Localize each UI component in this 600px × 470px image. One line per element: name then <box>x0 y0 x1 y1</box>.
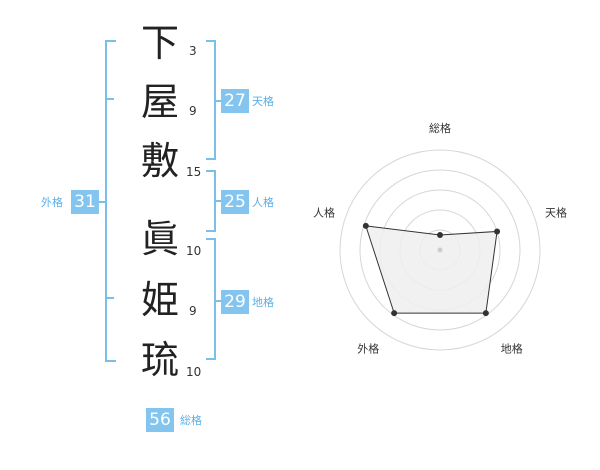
radar-axis-label-5: 人格 <box>313 205 335 219</box>
radar-point-2 <box>494 228 501 235</box>
stroke-count-5: 9 <box>189 304 197 318</box>
name-char-5: 姫 <box>140 278 179 322</box>
name-char-1: 下 <box>140 21 179 65</box>
name-char-3: 敷 <box>140 139 179 183</box>
stroke-count-3: 15 <box>186 165 202 179</box>
name-char-2: 屋 <box>140 80 179 124</box>
stroke-count-2: 9 <box>189 104 197 118</box>
soukaku-badge: 56 <box>146 408 174 432</box>
radar-axis-label-3: 地格 <box>501 342 523 356</box>
radar-point-5 <box>362 222 369 229</box>
gaikaku-connector <box>99 201 106 203</box>
jinkaku-connector <box>215 200 221 202</box>
radar-axis-label-2: 天格 <box>545 205 567 219</box>
radar-points <box>362 222 501 317</box>
chikaku-connector <box>215 300 221 302</box>
stroke-count-4: 10 <box>186 244 202 258</box>
chikaku-bracket <box>206 238 216 360</box>
radar-point-3 <box>482 310 489 317</box>
name-char-4: 眞 <box>140 217 179 261</box>
radar-point-1 <box>437 232 443 238</box>
chikaku-badge: 29 <box>221 290 249 314</box>
gaikaku-badge: 31 <box>71 190 99 214</box>
radar-axis-label-4: 外格 <box>357 342 379 356</box>
tenkaku-connector <box>215 100 221 102</box>
gaikaku-bracket <box>105 40 116 362</box>
gaikaku-tick-lower <box>105 297 114 299</box>
radar-point-4 <box>391 310 398 317</box>
radar-area <box>365 225 498 314</box>
jinkaku-label: 人格 <box>252 196 274 209</box>
tenkaku-badge: 27 <box>221 89 249 113</box>
tenkaku-label: 天格 <box>252 95 274 108</box>
jinkaku-badge: 25 <box>221 190 249 214</box>
stroke-count-1: 3 <box>189 44 197 58</box>
stroke-count-6: 10 <box>186 365 202 379</box>
name-char-6: 琉 <box>140 338 179 382</box>
radar-axis-label-1: 総格 <box>429 121 451 135</box>
gaikaku-label: 外格 <box>41 196 63 209</box>
gaikaku-tick-upper <box>105 98 114 100</box>
radar-center-dot <box>437 247 443 253</box>
soukaku-label: 総格 <box>180 414 202 427</box>
chikaku-label: 地格 <box>252 296 274 309</box>
